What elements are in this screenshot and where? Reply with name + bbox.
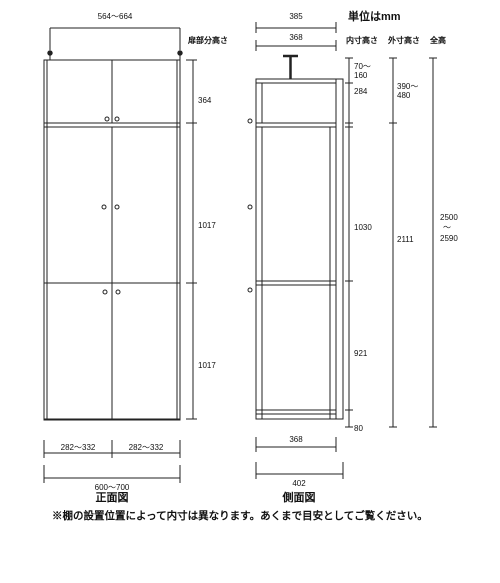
side-back-panel bbox=[335, 78, 344, 420]
total-label-3: 2590 bbox=[440, 234, 458, 243]
front-left-door-width-label: 282〜332 bbox=[60, 443, 96, 452]
inner-bottom-label: 80 bbox=[354, 424, 363, 433]
front-view-title: 正面図 bbox=[95, 492, 129, 504]
inner-middle-label: 1030 bbox=[354, 223, 372, 232]
side-cabinet-outline bbox=[255, 78, 337, 420]
inner-lower-label: 921 bbox=[354, 349, 368, 358]
side-view-title: 側面図 bbox=[282, 492, 316, 504]
side-knob bbox=[247, 204, 253, 210]
front-knob bbox=[114, 116, 120, 122]
front-right-door-width-label: 282〜332 bbox=[128, 443, 164, 452]
outer-upper-label-2: 480 bbox=[397, 91, 411, 100]
front-knob bbox=[101, 204, 107, 210]
front-knob bbox=[102, 289, 108, 295]
total-label-1: 2500 bbox=[440, 213, 458, 222]
front-total-width-label: 600〜700 bbox=[94, 483, 130, 492]
side-top-depth-label: 385 bbox=[289, 12, 303, 21]
side-inner-depth-label: 368 bbox=[289, 33, 303, 42]
inner-top-label-2: 160 bbox=[354, 71, 368, 80]
side-knob bbox=[247, 287, 253, 293]
front-upper-height-label: 364 bbox=[198, 96, 212, 105]
outer-main-label: 2111 bbox=[397, 235, 414, 244]
side-bottom-depth-label: 402 bbox=[292, 479, 306, 488]
outer-upper-label-1: 390〜 bbox=[397, 82, 419, 91]
front-knob bbox=[104, 116, 110, 122]
front-adjuster-left bbox=[47, 50, 53, 56]
inner-upper-label: 284 bbox=[354, 87, 368, 96]
front-knob bbox=[115, 289, 121, 295]
total-label-2: 〜 bbox=[443, 223, 451, 232]
front-knob bbox=[114, 204, 120, 210]
front-middle-height-label: 1017 bbox=[198, 221, 216, 230]
inner-top-label-1: 70〜 bbox=[354, 62, 371, 71]
front-lower-height-label: 1017 bbox=[198, 361, 216, 370]
total-height-header: 全高 bbox=[430, 36, 446, 45]
inner-height-header: 内寸高さ bbox=[346, 36, 378, 45]
outer-height-header: 外寸高さ bbox=[388, 36, 420, 45]
front-adjuster-right bbox=[177, 50, 183, 56]
front-top-width-label: 564〜664 bbox=[97, 12, 133, 21]
side-knob bbox=[247, 118, 253, 124]
unit-label: 単位はmm bbox=[348, 11, 401, 23]
dimension-note: ※棚の設置位置によって内寸は異なります。あくまで目安としてご覧ください。 bbox=[52, 510, 428, 522]
side-bottom-inner-depth-label: 368 bbox=[289, 435, 303, 444]
beam-height-header: 扉部分高さ bbox=[188, 36, 228, 45]
